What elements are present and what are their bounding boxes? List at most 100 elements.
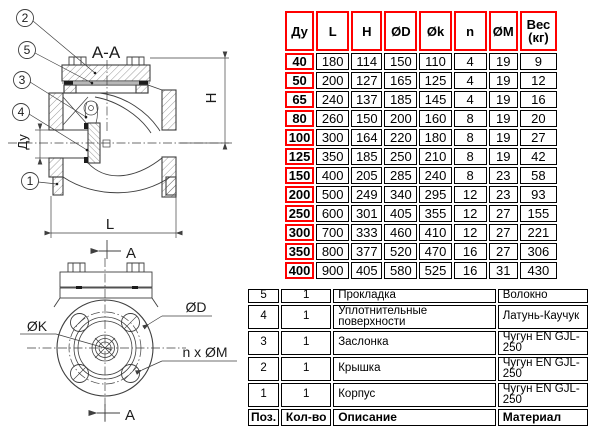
table-cell: 16 bbox=[453, 243, 487, 260]
table-cell: 306 bbox=[519, 243, 557, 260]
front-centerlines bbox=[27, 258, 186, 423]
section-arrow-bottom bbox=[88, 404, 120, 421]
table-cell: 200 bbox=[316, 72, 350, 89]
table-cell: 400 bbox=[316, 167, 350, 184]
balloon-2: 2 bbox=[22, 11, 29, 25]
table-cell: 12 bbox=[453, 205, 487, 222]
column-header-l: L bbox=[316, 11, 350, 51]
table-cell: Латунь-Каучук bbox=[497, 304, 588, 329]
table-cell: Заслонка bbox=[333, 330, 496, 355]
table-cell: 250 bbox=[384, 148, 418, 165]
table-cell: 3 bbox=[248, 330, 280, 355]
parts-table-footer-row: Поз. Кол-во Описание Материал bbox=[248, 408, 588, 426]
table-cell: 50 bbox=[285, 72, 315, 89]
table-cell: 500 bbox=[316, 186, 350, 203]
table-cell: 355 bbox=[419, 205, 452, 222]
dim-l-label: L bbox=[106, 216, 114, 233]
front-bonnet bbox=[53, 262, 159, 308]
table-cell: 27 bbox=[488, 243, 518, 260]
table-cell: 180 bbox=[316, 53, 350, 70]
table-cell: 19 bbox=[488, 148, 518, 165]
balloon-5: 5 bbox=[24, 43, 31, 57]
front-view: ØK ØD n x ØM A bbox=[20, 258, 237, 424]
table-cell: 249 bbox=[351, 186, 383, 203]
table-cell: Волокно bbox=[497, 289, 588, 303]
weight-header-line2: (кг) bbox=[528, 30, 549, 45]
table-cell: 430 bbox=[519, 262, 557, 279]
dim-k-label: ØK bbox=[27, 318, 48, 334]
dimension-table-header-row: Ду L H ØD Øk n ØM Вес (кг) bbox=[285, 11, 557, 51]
table-cell: 125 bbox=[285, 148, 315, 165]
cover-plate bbox=[61, 64, 151, 82]
table-cell: 164 bbox=[351, 129, 383, 146]
column-header-m: ØM bbox=[488, 11, 518, 51]
valve-technical-drawing: H Ду L A-A bbox=[8, 9, 237, 424]
table-cell: 100 bbox=[285, 129, 315, 146]
table-cell: Крышка bbox=[333, 356, 496, 381]
table-cell: Чугун EN GJL-250 bbox=[497, 330, 588, 355]
table-cell: 19 bbox=[488, 91, 518, 108]
table-cell: 410 bbox=[419, 224, 452, 241]
footer-material: Материал bbox=[497, 408, 588, 426]
table-cell: 300 bbox=[285, 224, 315, 241]
table-cell: 250 bbox=[285, 205, 315, 222]
section-arrow-top-label: A bbox=[126, 245, 136, 262]
table-cell: 1 bbox=[281, 356, 332, 381]
table-cell: Чугун EN GJL-250 bbox=[497, 382, 588, 407]
table-cell: 23 bbox=[488, 167, 518, 184]
table-cell: 9 bbox=[519, 53, 557, 70]
table-cell: 200 bbox=[384, 110, 418, 127]
table-cell: 165 bbox=[384, 72, 418, 89]
table-cell: 405 bbox=[351, 262, 383, 279]
dim-dn-label: Ду bbox=[15, 134, 30, 150]
table-cell: 155 bbox=[519, 205, 557, 222]
table-cell: 8 bbox=[453, 167, 487, 184]
inlet-flange bbox=[48, 92, 88, 196]
table-cell: 185 bbox=[351, 148, 383, 165]
table-cell: 185 bbox=[384, 91, 418, 108]
table-cell: Корпус bbox=[333, 382, 496, 407]
table-cell: 23 bbox=[488, 186, 518, 203]
table-cell: 42 bbox=[519, 148, 557, 165]
table-cell: 19 bbox=[488, 129, 518, 146]
column-header-h: H bbox=[351, 11, 383, 51]
table-cell: 350 bbox=[285, 243, 315, 260]
footer-description: Описание bbox=[333, 408, 496, 426]
table-cell: 350 bbox=[316, 148, 350, 165]
table-cell: 1 bbox=[281, 304, 332, 329]
dim-m-leader bbox=[134, 360, 237, 375]
table-cell: 12 bbox=[453, 224, 487, 241]
dim-h-label: H bbox=[203, 93, 220, 104]
table-cell: 221 bbox=[519, 224, 557, 241]
table-cell: 114 bbox=[351, 53, 383, 70]
dim-k-leader bbox=[20, 333, 113, 351]
table-cell: 1 bbox=[281, 289, 332, 303]
section-arrow-bottom-label: A bbox=[125, 407, 135, 424]
table-cell: 295 bbox=[419, 186, 452, 203]
section-title: A-A bbox=[92, 43, 121, 62]
table-cell: 240 bbox=[419, 167, 452, 184]
table-cell: 1 bbox=[281, 330, 332, 355]
outlet-flange bbox=[147, 84, 177, 198]
table-cell: 58 bbox=[519, 167, 557, 184]
table-cell: 40 bbox=[285, 53, 315, 70]
table-cell: 8 bbox=[453, 110, 487, 127]
table-cell: 520 bbox=[384, 243, 418, 260]
dim-l bbox=[44, 196, 183, 238]
cover-bolts bbox=[68, 56, 145, 65]
balloon-1: 1 bbox=[27, 174, 34, 188]
table-cell: 145 bbox=[419, 91, 452, 108]
table-cell: 2 bbox=[248, 356, 280, 381]
table-cell: 1 bbox=[248, 382, 280, 407]
table-cell: 205 bbox=[351, 167, 383, 184]
